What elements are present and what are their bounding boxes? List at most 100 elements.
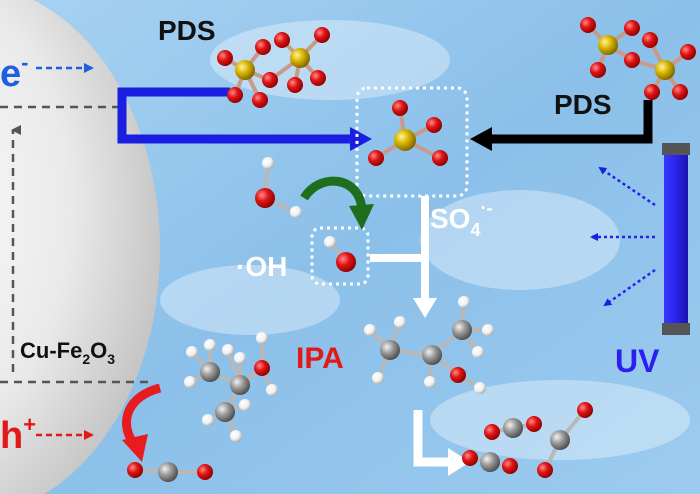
sulfate-radical-molecule [368,100,448,166]
water-oxidation-arrowhead [349,204,374,230]
co2-molecule-bottom-left [127,462,213,482]
atom-s [394,129,416,151]
atom-c [380,340,400,360]
co2-molecule-1 [484,416,542,440]
atom-h [262,157,274,169]
atom-o [590,62,606,78]
atom-o [127,462,143,478]
atom-o [577,402,593,418]
atom-h [474,382,486,394]
atom-c [230,375,250,395]
atom-o [426,117,442,133]
atom-o [217,50,233,66]
hole-oxidation-arrow [122,383,162,447]
mineralization-arrowhead [448,448,470,476]
atom-h [266,384,278,396]
black-arrowhead [470,127,492,151]
uv-lamp [664,155,688,323]
water-molecule [255,157,302,218]
atom-h [364,324,376,336]
atom-h [184,376,196,388]
atom-h [424,376,436,388]
atom-c [503,418,523,438]
atom-h [239,399,251,411]
molecules [127,17,696,482]
co2-molecule-3 [537,402,593,478]
ipa-label: IPA [296,342,344,375]
mineralization-path [413,410,452,467]
pds-label-left: PDS [158,15,216,46]
catalyst-label: Cu-Fe2O3 [20,338,115,367]
atom-c [452,320,472,340]
atom-o [642,32,658,48]
atom-o [484,424,500,440]
atom-o [624,52,640,68]
hydroxyl-radical-label: ·OH [236,251,287,282]
atom-o [392,100,408,116]
atom-s [290,48,310,68]
atom-o [227,87,243,103]
co2-molecule-2 [462,450,518,474]
blue-arrowhead [350,127,372,151]
atom-c [550,430,570,450]
sulfate-radical-label: SO4·- [430,198,492,240]
atom-c [215,402,235,422]
atom-o [197,464,213,480]
atom-h [234,352,246,364]
atom-c [422,345,442,365]
uv-lamp-cap-bottom [662,323,690,335]
atom-o [368,150,384,166]
hydroxyl-highlight-box [310,226,370,286]
atom-c [200,362,220,382]
atom-s [655,60,675,80]
atom-c [480,452,500,472]
atom-o [314,27,330,43]
black-activation-path [490,100,653,144]
uv-label: UV [615,343,660,379]
atom-h [222,344,234,356]
atom-c [158,462,178,482]
atom-o [462,450,478,466]
pds-molecule-right [580,17,696,100]
ipa-molecule-left [184,332,278,442]
atom-o [252,92,268,108]
atom-o [336,252,356,272]
atom-o [537,462,553,478]
atom-o [310,70,326,86]
blue-activation-path [117,87,352,144]
atom-h [202,414,214,426]
atom-o [254,360,270,376]
atom-h [482,324,494,336]
water-oxidation-arrow [300,176,367,211]
ipa-attack-arrowhead [413,298,437,318]
pds-label-right: PDS [554,89,612,120]
atom-s [235,60,255,80]
atom-o [274,32,290,48]
uv-lamp-cap-top [662,143,690,155]
atom-o [526,416,542,432]
atom-h [472,346,484,358]
hole-label: h+ [0,412,36,457]
pds-molecule-left [217,27,330,108]
atom-h [372,372,384,384]
ipa-molecule-center [364,296,494,394]
atom-o [644,84,660,100]
atom-o [580,17,596,33]
uv-rays [590,166,656,307]
atom-h [186,346,198,358]
atom-o [255,188,275,208]
atom-s [598,35,618,55]
atom-o [255,39,271,55]
atom-o [287,77,303,93]
atom-h [256,332,268,344]
atom-h [394,316,406,328]
atom-o [502,458,518,474]
atom-o [624,20,640,36]
atom-h [204,339,216,351]
electron-label: e- [0,50,28,95]
atom-h [230,430,242,442]
atom-h [290,206,302,218]
atom-h [324,236,336,248]
